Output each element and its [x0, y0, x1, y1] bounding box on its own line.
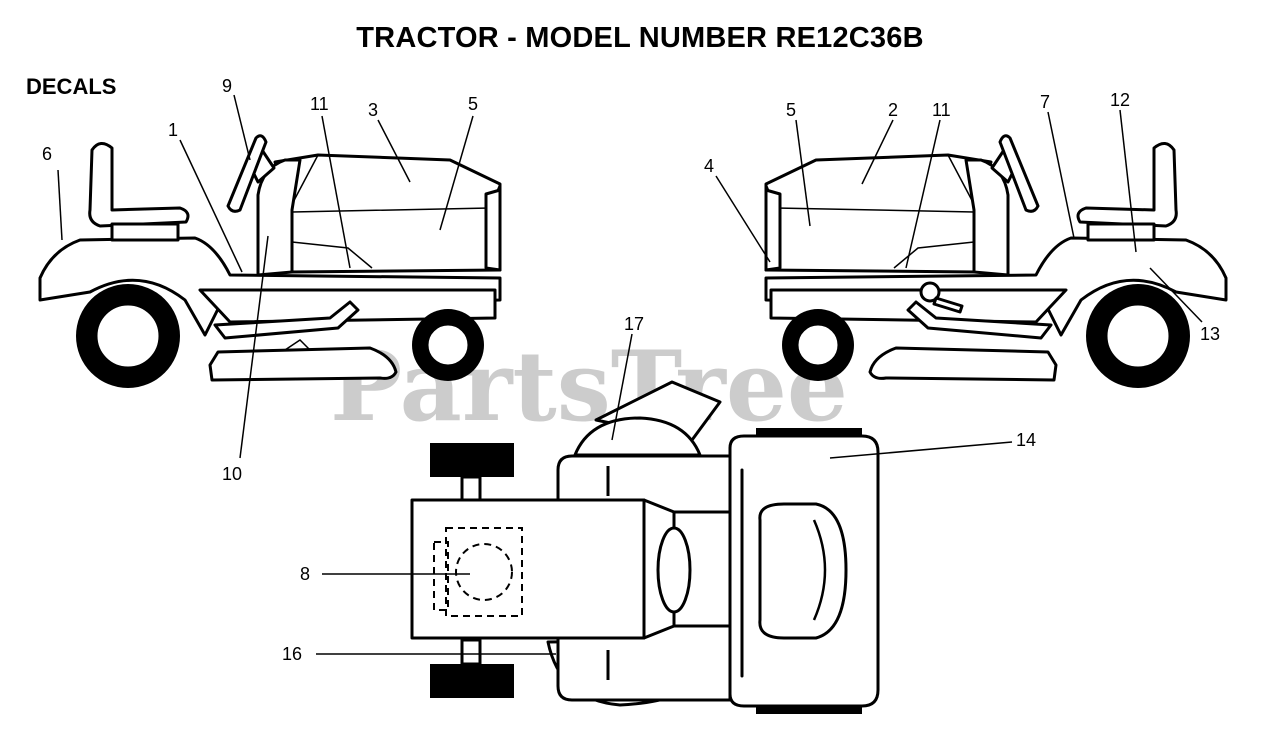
callout-left-5: 5: [468, 94, 478, 114]
top-hood: [410, 498, 646, 640]
callout-top-17: 17: [624, 314, 644, 334]
callout-left-1: 1: [168, 120, 178, 140]
top-gas-cap: [656, 526, 692, 614]
top-front-tire-right: [430, 664, 514, 698]
right-side-view: [764, 134, 1228, 388]
left-footrest: [213, 300, 360, 340]
leader-right-5: [795, 119, 811, 227]
right-rear-fender: [764, 236, 1228, 337]
leader-right-4: [715, 175, 771, 263]
right-footrest: [906, 300, 1053, 340]
left-dash: [256, 158, 302, 277]
left-deck-link: [284, 339, 311, 351]
left-seat-base: [110, 222, 180, 242]
leader-left-11: [321, 115, 351, 269]
left-front-hub: [425, 322, 471, 368]
top-front-tire-left: [430, 443, 514, 477]
top-axle-left: [460, 475, 482, 503]
leader-left-5: [439, 115, 474, 231]
top-decal-8-circle: [455, 543, 513, 601]
callout-left-10: 10: [222, 464, 242, 484]
right-steering-wheel: [998, 134, 1040, 213]
right-mower-deck: [868, 346, 1058, 382]
right-grille: [764, 188, 782, 272]
left-rear-hub: [94, 302, 162, 370]
right-seat-base: [1086, 222, 1156, 242]
leader-right-11: [905, 119, 941, 269]
leader-left-10: [239, 235, 269, 459]
top-axle-right: [460, 638, 482, 666]
leader-right-12: [1119, 109, 1137, 253]
right-seat: [1076, 142, 1178, 228]
right-lever-handle: [932, 296, 964, 314]
right-dash: [964, 158, 1010, 277]
callout-right-13: 13: [1200, 324, 1220, 344]
callout-right-12: 12: [1110, 90, 1130, 110]
right-lever: [919, 281, 964, 314]
page-title: TRACTOR - MODEL NUMBER RE12C36B: [356, 22, 924, 54]
right-lever-knob: [919, 281, 941, 303]
leader-left-6: [57, 169, 63, 241]
callout-top-16: 16: [282, 644, 302, 664]
right-front-hub: [795, 322, 841, 368]
callout-right-7: 7: [1040, 92, 1050, 112]
callout-left-6: 6: [42, 144, 52, 164]
callout-top-8: 8: [300, 564, 310, 584]
left-seat: [88, 142, 190, 228]
callout-right-5: 5: [786, 100, 796, 120]
leader-left-9: [233, 94, 251, 161]
left-rear-fender: [38, 236, 502, 337]
right-side-panel-line: [893, 241, 975, 269]
leader-top-17: [611, 333, 633, 441]
top-dash-cowl: [573, 416, 702, 457]
left-side-panel-line: [291, 241, 373, 269]
callout-left-3: 3: [368, 100, 378, 120]
leader-right-13: [1149, 267, 1203, 323]
leader-left-3: [377, 119, 411, 183]
leader-top-14: [829, 441, 1013, 459]
section-label: DECALS: [26, 74, 117, 99]
top-seat: [758, 502, 848, 640]
callout-left-11: 11: [310, 94, 329, 114]
callout-right-4: 4: [704, 156, 714, 176]
top-decal-8-tab: [433, 541, 449, 611]
callout-right-11: 11: [932, 100, 951, 120]
callout-top-14: 14: [1016, 430, 1036, 450]
callout-right-2: 2: [888, 100, 898, 120]
left-steering-wheel: [226, 134, 268, 213]
left-side-view: 6 1 9 11 3 5 10: [38, 76, 502, 484]
right-rear-hub: [1104, 302, 1172, 370]
leader-left-1: [179, 139, 243, 273]
leader-right-7: [1047, 111, 1075, 239]
top-view: 17 14 8 16: [282, 314, 1036, 714]
left-grille: [484, 188, 502, 272]
callout-left-9: 9: [222, 76, 232, 96]
right-view-callouts: 4 5 2 11 7 12 13: [704, 90, 1220, 344]
top-decal-8-outline: [445, 527, 523, 617]
top-seat-back: [812, 519, 827, 621]
watermark-text: PartsTree: [330, 330, 848, 443]
left-mower-deck: [208, 346, 398, 382]
leader-right-2: [861, 119, 894, 185]
